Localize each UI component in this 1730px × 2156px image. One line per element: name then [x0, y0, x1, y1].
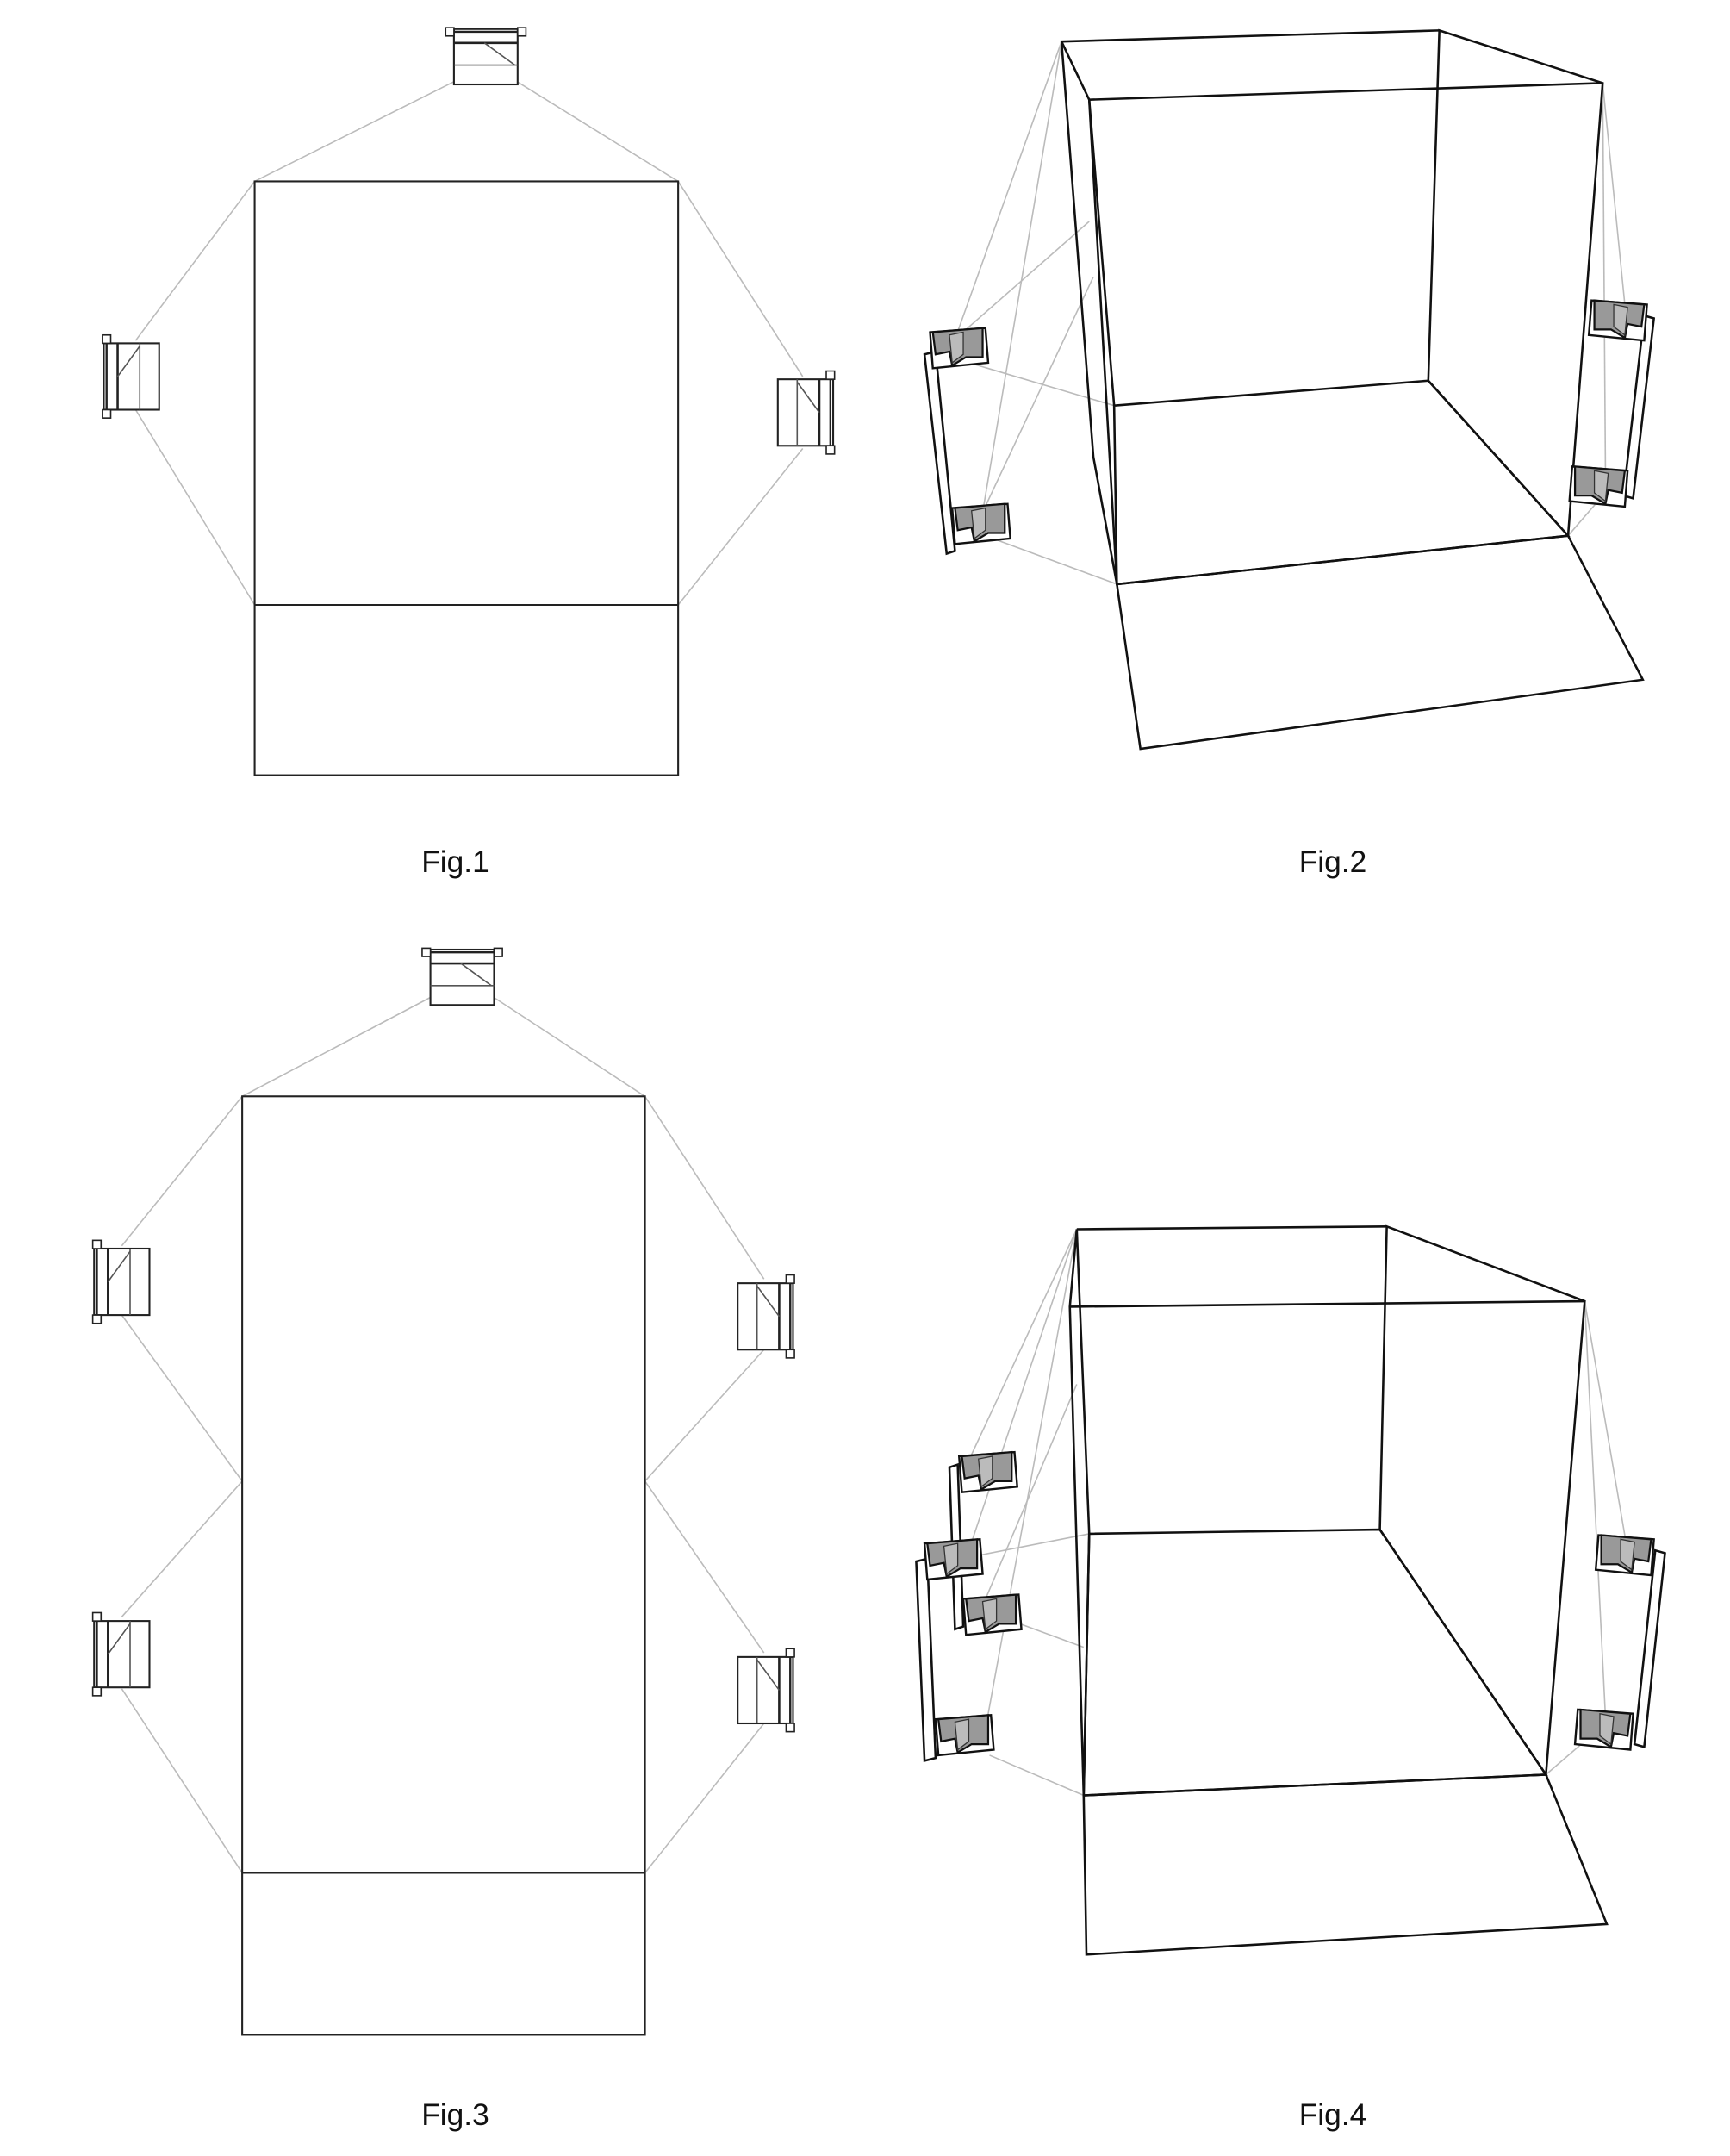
ramp — [1115, 534, 1645, 751]
camera-mount-left — [915, 1450, 1023, 1762]
ramp — [1082, 1773, 1609, 1956]
camera-mount-right — [1573, 1534, 1666, 1751]
camera-icon — [961, 1593, 1023, 1636]
camera-icon — [1573, 1708, 1634, 1751]
figure-2: Fig.2 — [923, 28, 1656, 879]
coverage-lines — [134, 79, 804, 606]
figure-1: Fig.1 — [101, 26, 836, 879]
figure-3: Fig.3 — [91, 947, 796, 2132]
figure-label: Fig.4 — [1299, 2098, 1367, 2132]
figure-label: Fig.2 — [1299, 845, 1367, 879]
figure-4: Fig.4 — [915, 1224, 1666, 2132]
camera-icon — [1568, 465, 1629, 508]
camera-icon — [776, 370, 836, 456]
camera-icon — [929, 327, 990, 370]
camera-mount-right — [1568, 299, 1656, 508]
camera-icon — [958, 1450, 1018, 1493]
enclosure-outline — [253, 180, 680, 776]
coverage-lines — [968, 1229, 1627, 1797]
figure-label: Fig.3 — [421, 2098, 489, 2132]
camera-icon — [91, 1611, 151, 1698]
camera-icon — [101, 333, 161, 420]
camera-icon — [444, 26, 527, 86]
camera-icon — [736, 1647, 796, 1733]
camera-icon — [950, 502, 1011, 545]
camera-icon — [91, 1239, 151, 1325]
coverage-lines — [954, 41, 1627, 585]
right-wall — [1378, 1224, 1586, 1779]
left-wall — [1060, 41, 1118, 585]
camera-icon — [420, 947, 504, 1006]
camera-icon — [1594, 1534, 1655, 1577]
camera-icon — [923, 1538, 984, 1581]
camera-mount-left — [923, 327, 1011, 556]
floor — [1112, 379, 1571, 586]
camera-icon — [736, 1274, 796, 1360]
right-wall — [1427, 28, 1604, 539]
camera-icon — [1587, 299, 1648, 342]
figure-label: Fig.1 — [421, 845, 489, 879]
enclosure-outline — [241, 1095, 646, 2036]
floor — [1082, 1528, 1548, 1797]
camera-icon — [934, 1714, 995, 1757]
coverage-lines — [121, 995, 765, 1873]
